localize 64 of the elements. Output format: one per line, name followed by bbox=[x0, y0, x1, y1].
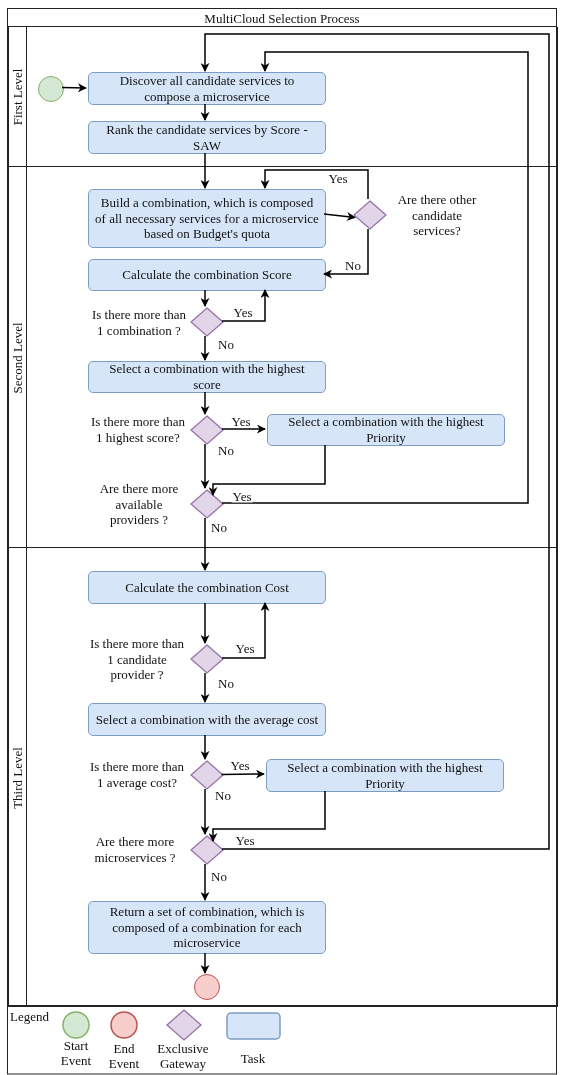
task-box: Select a combination with the highest score bbox=[88, 361, 326, 393]
arrow bbox=[323, 228, 369, 279]
lane-title: Third Level bbox=[10, 746, 26, 809]
decision-question: Are there more available providers ? bbox=[98, 480, 180, 528]
legend-label: Exclusive Gateway bbox=[156, 1042, 210, 1072]
swimlane bbox=[8, 167, 558, 548]
decision-question: Are there other candidate services? bbox=[396, 191, 478, 239]
task-box: Discover all candidate services to compose a microservice bbox=[88, 72, 326, 105]
arrow bbox=[200, 734, 210, 760]
pool bbox=[7, 8, 557, 1006]
arrow bbox=[208, 790, 326, 842]
arrow bbox=[323, 212, 356, 222]
decision-diamond bbox=[190, 489, 224, 519]
arrow bbox=[200, 289, 210, 307]
arrow bbox=[200, 103, 210, 121]
arrow bbox=[221, 424, 266, 434]
arrow bbox=[208, 444, 326, 496]
end-event-circle bbox=[194, 974, 220, 1000]
decision-question: Is there more than 1 candidate provider ? bbox=[88, 635, 186, 683]
decision-question: Are there more microservices ? bbox=[93, 834, 177, 866]
swimlane bbox=[8, 548, 558, 1007]
task-box: Calculate the combination Score bbox=[88, 259, 326, 291]
arrow bbox=[200, 863, 210, 901]
arrow bbox=[221, 602, 270, 659]
arrow bbox=[221, 289, 270, 322]
decision-question: Is there more than 1 combination ? bbox=[91, 307, 187, 339]
arrow bbox=[200, 602, 210, 644]
task-box: Select a combination with the highest Priority bbox=[266, 759, 504, 792]
arrow bbox=[200, 443, 210, 489]
decision-diamond bbox=[190, 760, 224, 790]
arrow bbox=[221, 51, 529, 504]
legend-title: Legend bbox=[10, 1009, 49, 1025]
arrow bbox=[61, 83, 87, 93]
arrow bbox=[200, 152, 210, 189]
task-box: Select a combination with the average cost bbox=[88, 703, 326, 736]
arrow bbox=[200, 517, 210, 571]
decision-diamond bbox=[190, 307, 224, 337]
task-box: Calculate the combination Cost bbox=[88, 571, 326, 604]
swimlane bbox=[8, 27, 558, 167]
legend-label: Start Event bbox=[59, 1039, 93, 1069]
arrow bbox=[260, 169, 369, 200]
pool-title: MultiCloud Selection Process bbox=[204, 11, 360, 27]
task-box: Rank the candidate services by Score - SAW bbox=[88, 121, 326, 154]
decision-diamond bbox=[353, 200, 387, 230]
lane-title: Second Level bbox=[10, 321, 26, 394]
arrow bbox=[200, 952, 210, 974]
legend-label: End Event bbox=[107, 1042, 141, 1072]
arrow bbox=[200, 672, 210, 703]
decision-question: Is there more than 1 highest score? bbox=[90, 414, 186, 446]
arrow bbox=[200, 335, 210, 361]
legend-label: Task bbox=[239, 1051, 267, 1067]
arrow bbox=[220, 769, 265, 779]
arrow bbox=[200, 391, 210, 415]
start-event-circle bbox=[38, 76, 64, 102]
decision-diamond bbox=[190, 835, 224, 865]
arrow bbox=[200, 33, 550, 850]
task-box: Build a combination, which is composed of all necessary services for a microservice based on Budget's quota bbox=[88, 189, 326, 248]
lane-title: First Level bbox=[10, 68, 26, 126]
arrow bbox=[200, 788, 210, 835]
decision-question: Is there more than 1 average cost? bbox=[89, 759, 185, 791]
decision-diamond bbox=[190, 644, 224, 674]
task-box: Return a set of combination, which is composed of a combination for each microservice bbox=[88, 901, 326, 954]
decision-diamond bbox=[190, 415, 224, 445]
task-box: Select a combination with the highest Priority bbox=[267, 414, 505, 446]
